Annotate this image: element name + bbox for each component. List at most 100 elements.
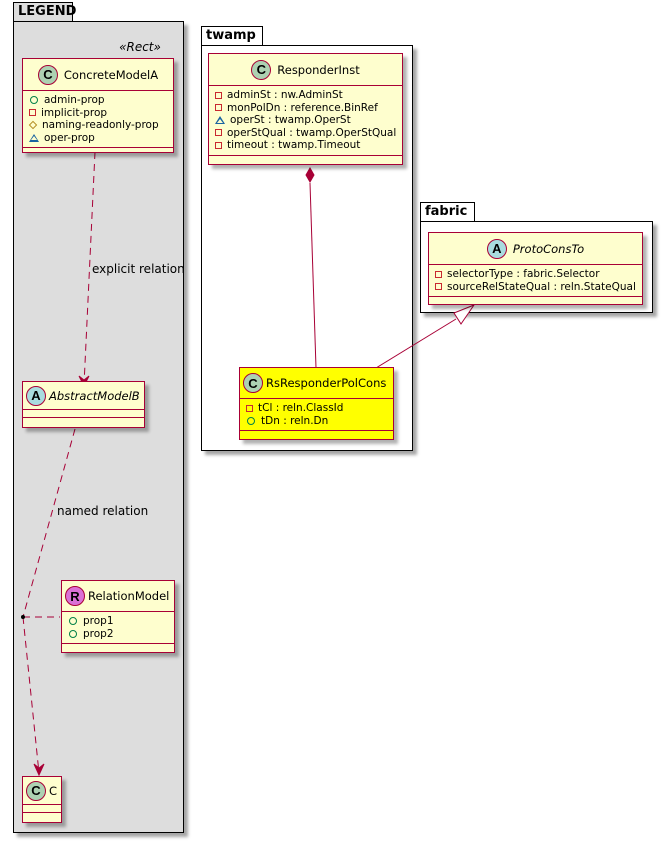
- attribute-row: prop1: [68, 615, 168, 628]
- method-list: [62, 644, 174, 653]
- class-header: A ProtoConsTo: [429, 233, 642, 265]
- attribute-list: admin-prop implicit-prop naming-readonly…: [23, 91, 173, 148]
- method-list: [240, 431, 393, 440]
- private-visibility-icon: [215, 104, 222, 112]
- class-name: RelationModel: [88, 589, 170, 603]
- public-visibility-icon: [69, 629, 77, 638]
- attribute-row: oper-prop: [29, 132, 167, 145]
- attribute-text: implicit-prop: [41, 106, 108, 119]
- private-visibility-icon: [435, 270, 442, 278]
- attribute-text: tCl : reln.ClassId: [258, 402, 344, 414]
- named-relation-arrowhead: [33, 763, 45, 777]
- named-relation-label: named relation: [57, 504, 149, 518]
- class-concrete-model-a[interactable]: C ConcreteModelA admin-prop implicit-pro…: [22, 58, 174, 153]
- class-abstract-model-b[interactable]: A AbstractModelB: [22, 381, 145, 428]
- inheritance-triangle: [453, 303, 476, 325]
- attribute-row: operSt : twamp.OperSt: [215, 114, 396, 127]
- class-header: R RelationModel: [62, 581, 174, 612]
- class-name: ResponderInst: [277, 62, 360, 77]
- association-junction-dot: [21, 615, 25, 619]
- class-name: C: [49, 783, 58, 798]
- class-header: C RsResponderPolCons: [240, 368, 393, 399]
- legend-package-tab: LEGEND: [13, 2, 77, 22]
- twamp-package-tab: twamp: [201, 26, 263, 46]
- method-list: [429, 297, 642, 306]
- attribute-row: timeout : twamp.Timeout: [215, 139, 396, 152]
- fabric-package-name: fabric: [425, 204, 468, 219]
- class-rs-responder-pol-cons[interactable]: C RsResponderPolCons tCl : reln.ClassId …: [239, 367, 394, 440]
- class-name: ProtoConsTo: [512, 241, 585, 256]
- attribute-list: selectorType : fabric.Selector sourceRel…: [429, 265, 642, 297]
- explicit-relation-label: explicit relation: [92, 262, 185, 276]
- attribute-text: sourceRelStateQual : reln.StateQual: [447, 280, 636, 293]
- attribute-row: implicit-prop: [29, 107, 167, 120]
- attribute-row: admin-prop: [29, 94, 167, 107]
- attribute-text: monPolDn : reference.BinRef: [227, 101, 378, 114]
- attribute-list: adminSt : nw.AdminSt monPolDn : referenc…: [209, 86, 402, 156]
- package-visibility-icon: [215, 116, 225, 125]
- class-c-icon: C: [251, 59, 272, 80]
- attribute-list: prop1 prop2: [62, 612, 174, 644]
- named-relation-edge-lower: [22, 616, 40, 774]
- private-visibility-icon: [215, 129, 222, 137]
- named-relation-edge-upper: [22, 428, 76, 618]
- class-header: C C: [23, 777, 61, 805]
- attribute-text: operStQual : twamp.OperStQual: [227, 126, 397, 139]
- class-relation-model[interactable]: R RelationModel prop1 prop2: [61, 580, 175, 653]
- attribute-list: [23, 805, 61, 813]
- public-visibility-icon: [69, 617, 77, 626]
- attribute-row: naming-readonly-prop: [28, 119, 167, 132]
- twamp-package-name: twamp: [206, 28, 256, 43]
- class-name: ConcreteModelA: [63, 67, 159, 82]
- explicit-relation-edge: [83, 151, 96, 386]
- class-name: RsResponderPolCons: [266, 376, 387, 390]
- attribute-text: selectorType : fabric.Selector: [447, 268, 600, 280]
- public-visibility-icon: [247, 416, 255, 425]
- class-c-icon: C: [243, 373, 263, 393]
- attribute-row: selectorType : fabric.Selector: [435, 268, 636, 281]
- attribute-row: monPolDn : reference.BinRef: [215, 102, 396, 115]
- attribute-text: prop2: [83, 627, 114, 640]
- public-visibility-icon: [30, 96, 38, 105]
- attribute-row: sourceRelStateQual : reln.StateQual: [435, 281, 636, 294]
- attribute-text: operSt : twamp.OperSt: [230, 114, 351, 126]
- protected-visibility-icon: [28, 121, 38, 130]
- class-c[interactable]: C C: [22, 776, 62, 823]
- method-list: [23, 813, 61, 820]
- class-header: A AbstractModelB: [23, 382, 144, 410]
- fabric-package-tab: fabric: [420, 202, 475, 222]
- private-visibility-icon: [29, 109, 36, 117]
- legend-stereotype: «Rect»: [119, 40, 161, 54]
- attribute-row: operStQual : twamp.OperStQual: [215, 127, 396, 140]
- class-header: C ResponderInst: [209, 54, 402, 86]
- attribute-text: adminSt : nw.AdminSt: [227, 89, 343, 101]
- private-visibility-icon: [215, 91, 222, 99]
- legend-package-name: LEGEND: [18, 4, 77, 19]
- private-visibility-icon: [215, 141, 222, 149]
- attribute-row: tDn : reln.Dn: [246, 415, 387, 428]
- method-list: [23, 418, 144, 425]
- composition-diamond: [305, 166, 315, 184]
- attribute-text: admin-prop: [44, 94, 105, 106]
- attribute-list: tCl : reln.ClassId tDn : reln.Dn: [240, 399, 393, 431]
- attribute-row: adminSt : nw.AdminSt: [215, 89, 396, 102]
- abstract-a-icon: A: [486, 238, 507, 259]
- attribute-text: tDn : reln.Dn: [261, 414, 329, 427]
- attribute-row: tCl : reln.ClassId: [246, 402, 387, 415]
- attribute-text: prop1: [83, 615, 114, 627]
- attribute-text: naming-readonly-prop: [42, 119, 159, 131]
- abstract-a-icon: A: [26, 385, 46, 406]
- method-list: [209, 156, 402, 165]
- attribute-row: prop2: [68, 628, 168, 641]
- class-responder-inst[interactable]: C ResponderInst adminSt : nw.AdminSt mon…: [208, 53, 403, 165]
- inheritance-edge: [375, 318, 457, 369]
- private-visibility-icon: [246, 404, 253, 412]
- composition-edge: [309, 182, 317, 369]
- class-proto-cons-to[interactable]: A ProtoConsTo selectorType : fabric.Sele…: [428, 232, 643, 305]
- attribute-list: [23, 410, 144, 418]
- method-list: [23, 148, 173, 157]
- class-c-icon: C: [37, 64, 58, 85]
- relation-r-icon: R: [65, 586, 85, 606]
- package-visibility-icon: [29, 133, 39, 142]
